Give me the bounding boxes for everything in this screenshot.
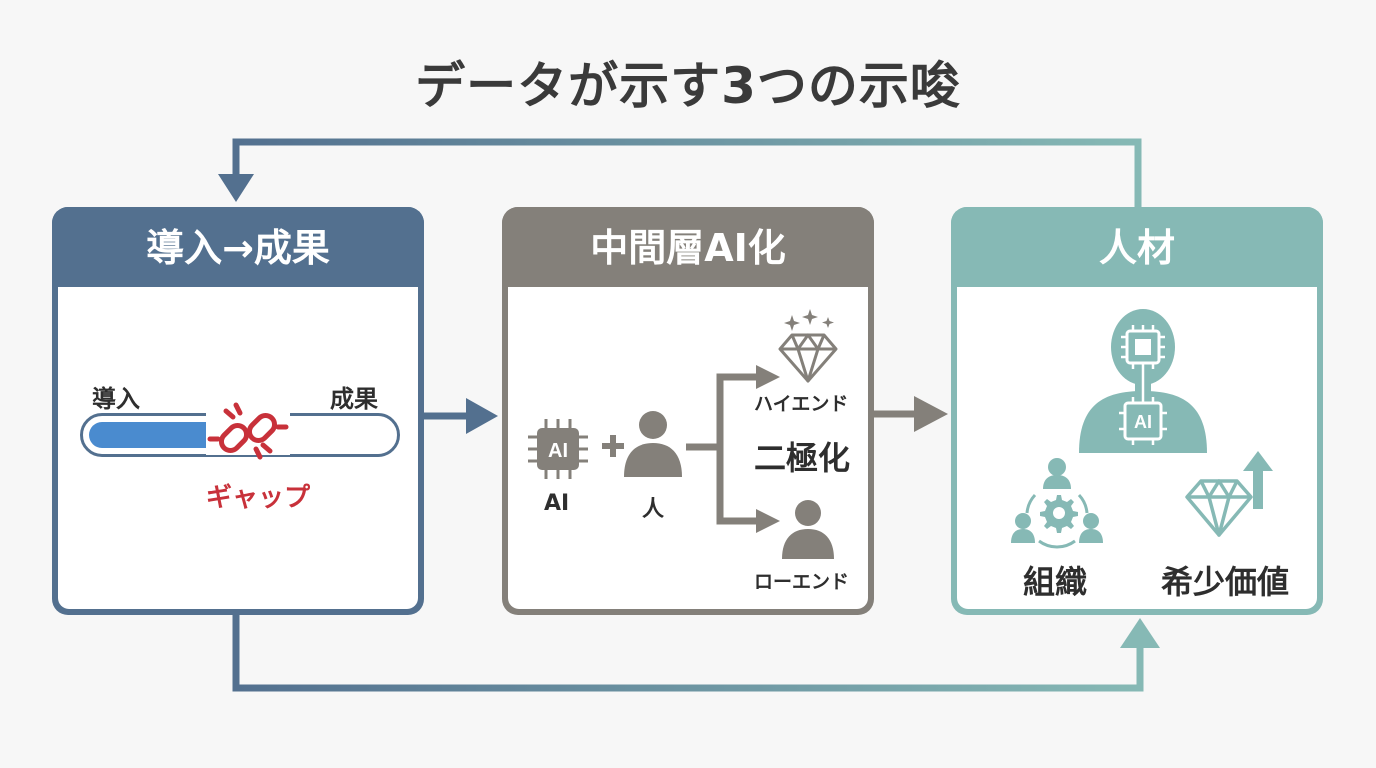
rising-diamond-icon	[1185, 451, 1273, 537]
branch-arrow-icon	[686, 365, 780, 533]
panel-body: 導入 成果 ギャップ	[58, 287, 418, 609]
adoption-label: 導入	[92, 385, 140, 413]
plus-icon	[602, 435, 624, 457]
ai-label: AI	[544, 491, 570, 516]
panel-body: AI AI 人	[508, 287, 868, 609]
progress-bar-fill	[89, 422, 221, 448]
broken-link-icon	[206, 402, 290, 460]
panel-header: 人材	[951, 207, 1323, 287]
page-title: データが示す3つの示唆	[415, 57, 961, 115]
panel-middle-layer-ai: 中間層AI化 AI AI 人	[502, 207, 874, 615]
person-label: 人	[642, 497, 665, 522]
ai-chip-icon: AI	[528, 419, 588, 479]
results-label: 成果	[330, 385, 378, 413]
gap-label: ギャップ	[206, 483, 311, 513]
body-chip-text: AI	[1134, 412, 1152, 432]
panel-talent: 人材 AI	[951, 207, 1323, 615]
panel-body: AI 組織	[957, 287, 1317, 609]
top-feedback-arrowhead	[218, 174, 254, 202]
high-end-label: ハイエンド	[754, 393, 849, 415]
diamond-icon	[778, 309, 838, 383]
rarity-label: 希少価値	[1161, 563, 1290, 601]
bottom-loop-arrowhead	[1120, 618, 1160, 648]
top-feedback-line	[232, 138, 1142, 207]
person-icon	[624, 411, 682, 477]
ai-chip-text: AI	[548, 440, 568, 462]
sparkle-icon	[784, 309, 834, 331]
arrow-1-2-head	[466, 398, 498, 434]
bottom-loop-line	[232, 615, 1144, 692]
organization-icon	[1011, 458, 1103, 549]
low-end-label: ローエンド	[754, 571, 850, 593]
panel-header: 導入→成果	[52, 207, 424, 287]
panel-adoption-results: 導入→成果 導入 成果 ギャップ	[52, 207, 424, 615]
ai-human-icon: AI	[1079, 309, 1207, 453]
arrow-2-3-head	[914, 396, 948, 432]
panel-header: 中間層AI化	[502, 207, 874, 287]
person-low-icon	[782, 500, 834, 559]
polarization-label: 二極化	[754, 439, 851, 477]
organization-label: 組織	[1023, 563, 1088, 601]
